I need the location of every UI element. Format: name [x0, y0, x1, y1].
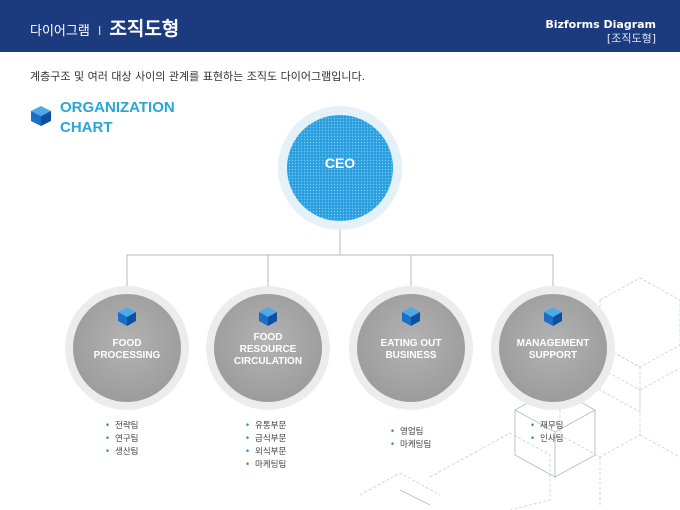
dept-label-food-resource-circulation: FOOD RESOURCE CIRCULATION: [213, 332, 323, 368]
list-item: 생산팀: [105, 446, 138, 459]
dept-label-eating-out-business: EATING OUT BUSINESS: [356, 338, 466, 362]
section-title-text: ORGANIZATION CHART: [60, 98, 175, 138]
dept-team-list-food-resource-circulation: 유통부문 급식부문 외식부문 마케팅팀: [245, 420, 286, 472]
dept-label-line: CIRCULATION: [233, 356, 303, 367]
cube-icon: [118, 307, 136, 326]
dept-label-food-processing: FOOD PROCESSING: [72, 338, 182, 362]
ceo-label: CEO: [324, 155, 356, 171]
section-heading: ORGANIZATION CHART: [30, 98, 175, 138]
list-item: 급식부문: [245, 433, 286, 446]
list-item: 마케팅팀: [245, 459, 286, 472]
page-subtitle: 계층구조 및 여러 대상 사이의 관계를 표현하는 조직도 다이어그램입니다.: [30, 70, 366, 83]
dept-label-line: SUPPORT: [528, 350, 578, 361]
dept-label-line: MANAGEMENT: [516, 338, 590, 349]
brand-block: Bizforms Diagram [조직도형]: [545, 18, 656, 46]
list-item: 유통부문: [245, 420, 286, 433]
brand-name: Bizforms Diagram: [545, 18, 656, 31]
dept-label-line: BUSINESS: [385, 350, 437, 361]
dept-label-line: RESOURCE: [239, 344, 297, 355]
dept-team-list-food-processing: 전략팀 연구팀 생산팀: [105, 420, 138, 459]
ceo-node: [278, 106, 402, 230]
list-item: 외식부문: [245, 446, 286, 459]
dept-label-line: PROCESSING: [93, 350, 161, 361]
dept-node-management-support: [491, 286, 615, 410]
dept-label-line: FOOD: [112, 338, 142, 349]
list-item: 연구팀: [105, 433, 138, 446]
list-item: 재무팀: [530, 420, 563, 433]
list-item: 인사팀: [530, 433, 563, 446]
header-left-title: 다이어그램: [30, 24, 90, 39]
dept-node-food-processing: [65, 286, 189, 410]
header-separator: I: [97, 24, 102, 38]
dept-team-list-management-support: 재무팀 인사팀: [530, 420, 563, 446]
section-title-line2: CHART: [60, 119, 113, 136]
connector-lines: [126, 225, 554, 300]
list-item: 마케팅팀: [390, 439, 431, 452]
dept-team-list-eating-out-business: 영업팀 마케팅팀: [390, 426, 431, 452]
header-title: 다이어그램 I 조직도형: [30, 14, 179, 41]
cube-icon: [259, 307, 277, 326]
list-item: 영업팀: [390, 426, 431, 439]
cube-icon: [31, 106, 51, 126]
cube-icon: [544, 307, 562, 326]
section-title-line1: ORGANIZATION: [60, 99, 175, 116]
brand-subtitle: [조직도형]: [606, 32, 656, 45]
cube-icon: [402, 307, 420, 326]
dept-node-eating-out-business: [349, 286, 473, 410]
header-main-title: 조직도형: [109, 18, 180, 40]
dept-node-food-resource-circulation: [206, 286, 330, 410]
dept-label-management-support: MANAGEMENT SUPPORT: [498, 338, 608, 362]
header-bar: 다이어그램 I 조직도형 Bizforms Diagram [조직도형]: [0, 0, 680, 52]
list-item: 전략팀: [105, 420, 138, 433]
dept-label-line: FOOD: [253, 332, 283, 343]
dept-label-line: EATING OUT: [380, 338, 442, 349]
